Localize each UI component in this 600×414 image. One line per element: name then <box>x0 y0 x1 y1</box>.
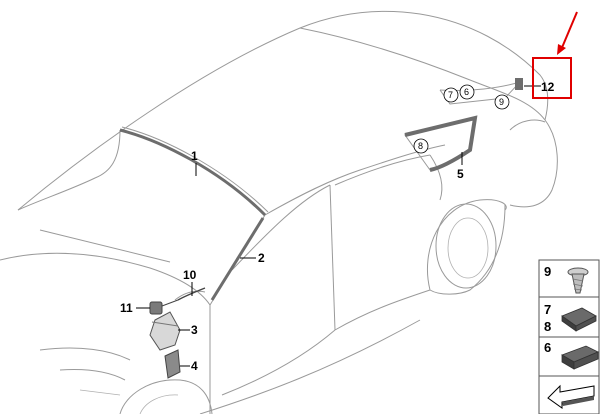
part-label-2: 2 <box>258 251 265 265</box>
part-cable-10[interactable] <box>177 287 206 301</box>
part-windshield-seal[interactable] <box>119 126 269 217</box>
part-label-5: 5 <box>457 167 464 181</box>
part-bracket-3[interactable] <box>149 311 181 351</box>
part-rear-side-window-seal[interactable] <box>404 115 478 172</box>
direction-arrow-icon <box>547 384 595 409</box>
legend-number-8: 8 <box>544 319 551 334</box>
part-rear-spoiler-clip[interactable] <box>515 78 523 90</box>
part-label-3: 3 <box>191 323 198 337</box>
callout-9: 9 <box>494 94 510 110</box>
part-label-4: 4 <box>191 359 198 373</box>
legend-number-9: 9 <box>544 264 551 279</box>
callout-6: 6 <box>459 84 475 100</box>
svg-text:8: 8 <box>418 141 423 151</box>
svg-text:9: 9 <box>499 97 504 107</box>
red-arrow-icon <box>557 11 578 55</box>
car-body-outline <box>0 10 558 414</box>
part-label-10: 10 <box>183 268 197 282</box>
legend-panel: 9 7 8 6 <box>538 259 600 414</box>
svg-text:7: 7 <box>448 90 453 100</box>
legend-number-6: 6 <box>544 340 551 355</box>
sealing-strip-icon <box>561 345 599 370</box>
part-label-1: 1 <box>191 149 198 163</box>
svg-text:6: 6 <box>464 87 469 97</box>
highlight-part-12[interactable]: 12 <box>532 57 572 99</box>
callout-7: 7 <box>443 87 459 103</box>
legend-number-7: 7 <box>544 302 551 317</box>
part-sensor-11[interactable] <box>149 299 179 315</box>
leader-lines <box>136 85 541 367</box>
part-bracket-4[interactable] <box>164 349 181 379</box>
callout-8: 8 <box>413 138 429 154</box>
part-label-11: 11 <box>120 301 133 315</box>
screw-icon <box>567 267 589 294</box>
part-label-12: 12 <box>541 80 555 94</box>
part-a-pillar-trim[interactable] <box>210 217 265 301</box>
foam-pad-icon <box>561 307 597 332</box>
